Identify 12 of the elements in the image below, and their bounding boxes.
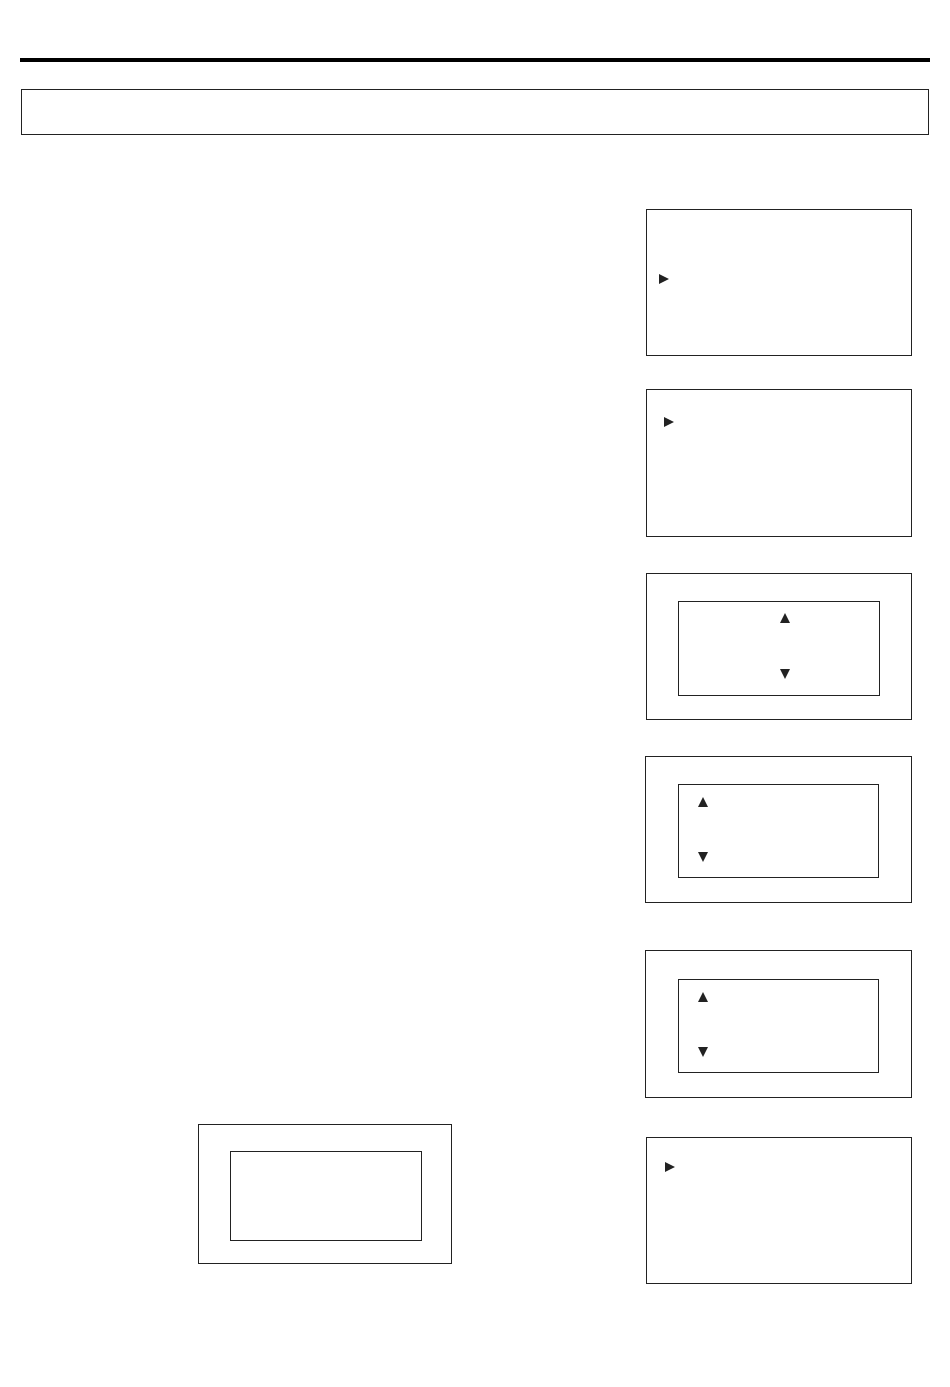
screen-frame bbox=[645, 950, 912, 1098]
screen-frame bbox=[646, 1137, 912, 1284]
inner-panel bbox=[678, 979, 879, 1073]
screen-frame bbox=[646, 209, 912, 356]
screen-frame bbox=[645, 756, 912, 903]
inner-panel bbox=[678, 601, 880, 696]
screen-frame bbox=[646, 389, 912, 537]
screen-frame bbox=[646, 573, 912, 720]
screen-frame bbox=[198, 1124, 452, 1264]
inner-panel bbox=[230, 1151, 422, 1241]
inner-panel bbox=[678, 784, 879, 878]
header-bar bbox=[21, 89, 929, 135]
